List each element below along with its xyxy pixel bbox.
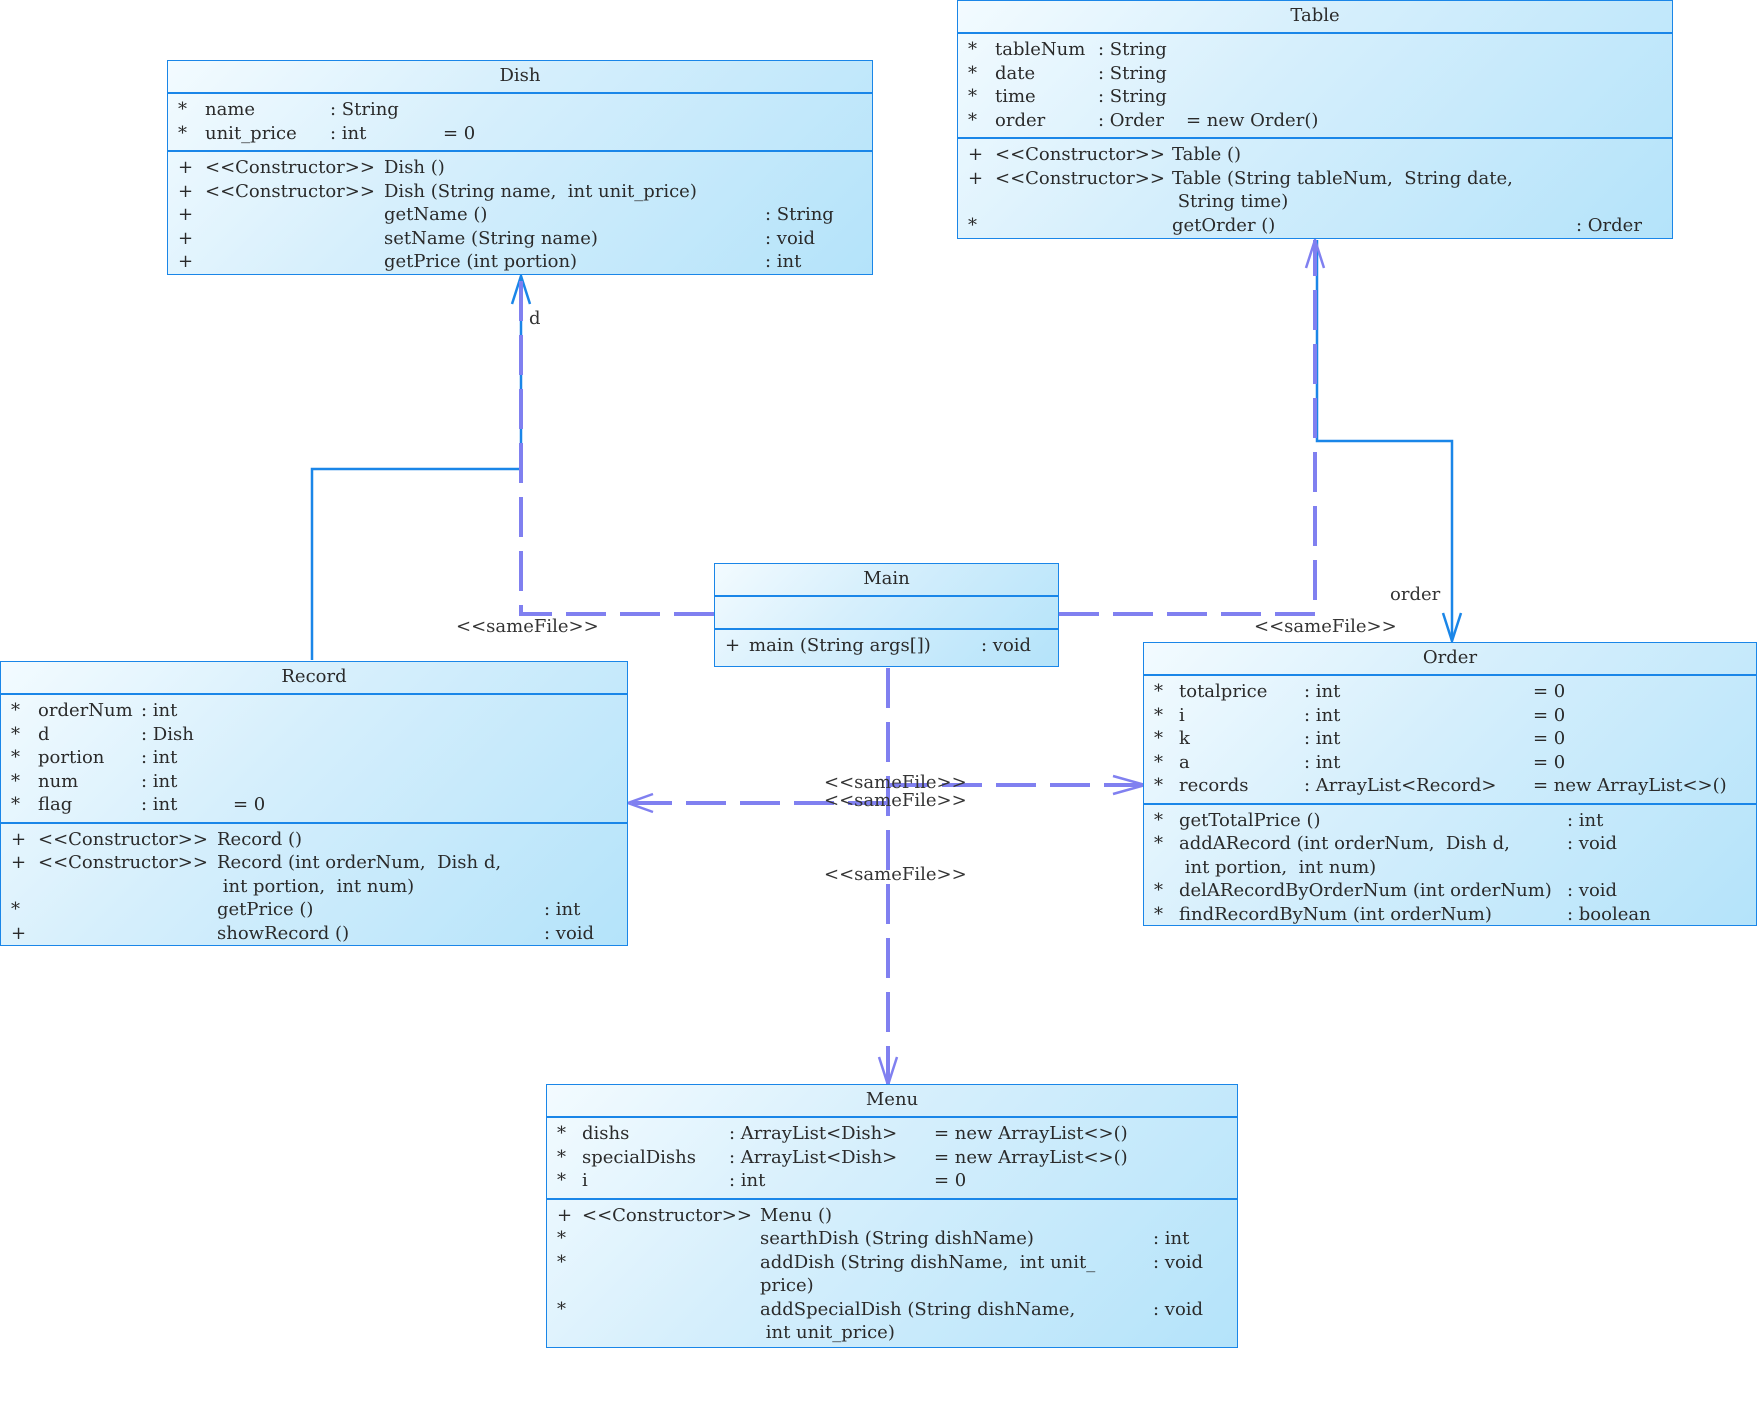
stereotype-label-main-menu: <<sameFile>>: [824, 864, 967, 885]
stereotype-label-main-table: <<sameFile>>: [1254, 616, 1397, 637]
method-row: + <<Constructor>> Dish (): [178, 157, 445, 178]
attribute-row: * totalprice : int = 0: [1154, 681, 1566, 702]
attribute-row: * d : Dish: [11, 723, 194, 745]
class-order[interactable]: Order * totalprice : int = 0 * i : int =…: [1143, 642, 1757, 926]
arrowhead-table: [1304, 235, 1326, 269]
method-row: int unit_price): [760, 1322, 895, 1343]
arrowhead-order-assoc: [1441, 612, 1463, 646]
attribute-row: * num : int: [11, 770, 178, 792]
method-row: * addDish (String dishName, int unit_ : …: [557, 1251, 1204, 1273]
attribute-row: * tableNum : String: [968, 39, 1167, 60]
stereotype-label-main-record: <<sameFile>>: [824, 790, 967, 811]
stereotype-label-main-order: <<sameFile>>: [824, 772, 967, 793]
method-row: * addSpecialDish (String dishName, : voi…: [557, 1298, 1204, 1320]
class-name: Dish: [168, 61, 872, 94]
attribute-row: * i : int = 0: [1154, 704, 1566, 726]
attributes-section: * totalprice : int = 0 * i : int = 0 * k…: [1144, 676, 1756, 805]
class-record[interactable]: Record * orderNum : int * d : Dish * por…: [0, 661, 628, 946]
attribute-row: * name : String: [178, 99, 399, 120]
attributes-section: * orderNum : int * d : Dish * portion : …: [1, 695, 627, 824]
methods-section: + <<Constructor>> Menu () * searthDish (…: [547, 1200, 1237, 1350]
attributes-section: * tableNum : String * date : String * ti…: [958, 34, 1672, 139]
method-row: * addARecord (int orderNum, Dish d, : vo…: [1154, 833, 1618, 854]
method-row: + <<Constructor>> Record (int orderNum, …: [11, 852, 502, 873]
methods-section: + <<Constructor>> Table () + <<Construct…: [958, 139, 1672, 242]
attribute-row: * date : String: [968, 62, 1167, 84]
dependency-main-table[interactable]: [1059, 240, 1317, 616]
stereotype-label-main-dish: <<sameFile>>: [456, 616, 599, 637]
method-row: * getOrder () : Order: [968, 214, 1642, 236]
methods-section: * getTotalPrice () : int * addARecord (i…: [1144, 805, 1756, 932]
method-row: * searthDish (String dishName) : int: [557, 1228, 1190, 1249]
methods-section: + main (String args[]) : void: [715, 630, 1058, 663]
method-row: int portion, int num): [1179, 856, 1377, 878]
method-row: + main (String args[]) : void: [725, 635, 1032, 656]
attributes-section: [715, 597, 1058, 630]
class-main[interactable]: Main + main (String args[]) : void: [714, 563, 1059, 667]
class-name: Order: [1144, 643, 1756, 676]
method-row: + getName () : String: [178, 204, 834, 225]
arrowhead-record: [624, 792, 654, 814]
class-name: Table: [958, 1, 1672, 34]
role-label-d: d: [529, 308, 541, 329]
attributes-section: * name : String * unit_price : int = 0: [168, 94, 872, 152]
method-row: + <<Constructor>> Table (String tableNum…: [968, 167, 1513, 189]
class-name: Main: [715, 564, 1058, 597]
attribute-row: * i : int = 0: [557, 1170, 967, 1191]
method-row: String time): [1172, 191, 1289, 212]
attribute-row: * k : int = 0: [1154, 728, 1566, 749]
method-row: + <<Constructor>> Table (): [968, 144, 1242, 165]
relationship-layer: [310, 235, 1463, 1090]
method-row: * getPrice () : int: [11, 899, 581, 920]
method-row: + showRecord () : void: [11, 922, 595, 944]
attribute-row: * a : int = 0: [1154, 751, 1566, 773]
class-name: Record: [1, 662, 627, 695]
methods-section: + <<Constructor>> Record () + <<Construc…: [1, 824, 627, 951]
class-dish[interactable]: Dish * name : String * unit_price : int …: [167, 60, 873, 275]
method-row: * delARecordByOrderNum (int orderNum) : …: [1154, 880, 1618, 901]
class-name: Menu: [547, 1085, 1237, 1118]
attribute-row: * time : String: [968, 86, 1167, 107]
attribute-row: * records : ArrayList<Record> = new Arra…: [1154, 775, 1727, 796]
method-row: price): [760, 1275, 814, 1296]
dependency-main-dish[interactable]: [519, 276, 714, 616]
association-table-order[interactable]: [1315, 240, 1454, 641]
attribute-row: * orderNum : int: [11, 700, 178, 721]
attribute-row: * flag : int = 0: [11, 794, 266, 815]
arrowhead-dish: [510, 271, 532, 305]
association-record-dish[interactable]: [310, 276, 523, 660]
method-row: + <<Constructor>> Record (): [11, 828, 303, 850]
method-row: * findRecordByNum (int orderNum) : boole…: [1154, 903, 1651, 925]
class-table[interactable]: Table * tableNum : String * date : Strin…: [957, 0, 1673, 239]
attributes-section: * dishs : ArrayList<Dish> = new ArrayLis…: [547, 1118, 1237, 1200]
attribute-row: * order : Order = new Order(): [968, 109, 1319, 131]
method-row: + <<Constructor>> Menu (): [557, 1204, 833, 1226]
method-row: + getPrice (int portion) : int: [178, 251, 802, 272]
class-menu[interactable]: Menu * dishs : ArrayList<Dish> = new Arr…: [546, 1084, 1238, 1348]
attribute-row: * unit_price : int = 0: [178, 122, 476, 144]
method-row: + setName (String name) : void: [178, 227, 816, 249]
method-row: int portion, int num): [217, 875, 415, 897]
attribute-row: * portion : int: [11, 747, 178, 768]
method-row: + <<Constructor>> Dish (String name, int…: [178, 180, 697, 202]
methods-section: + <<Constructor>> Dish () + <<Constructo…: [168, 152, 872, 279]
role-label-order: order: [1390, 584, 1441, 605]
attribute-row: * specialDishs : ArrayList<Dish> = new A…: [557, 1146, 1128, 1168]
attribute-row: * dishs : ArrayList<Dish> = new ArrayLis…: [557, 1123, 1128, 1144]
method-row: * getTotalPrice () : int: [1154, 809, 1604, 831]
